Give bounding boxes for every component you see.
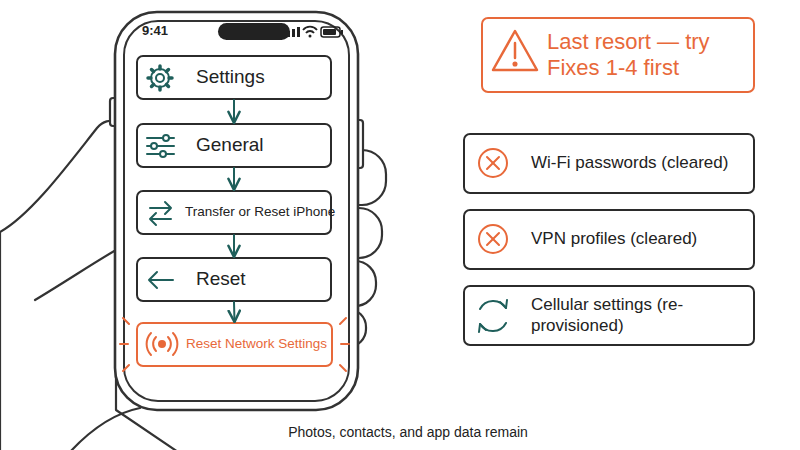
node-text: VPN profiles (cleared) — [531, 229, 697, 249]
status-icons — [282, 27, 343, 38]
status-time: 9:41 — [142, 23, 168, 38]
node-text: Transfer or Reset iPhone — [185, 204, 335, 220]
radio-icon — [147, 333, 178, 355]
menu-item: Settings — [136, 55, 332, 100]
caption: Photos, contacts, and app data remain — [0, 424, 800, 440]
transfer-icon — [150, 202, 171, 225]
node-text: Last resort — try Fixes 1-4 first — [547, 29, 747, 82]
node-text: General — [196, 134, 264, 157]
sliders-icon — [147, 135, 174, 157]
node-text: Settings — [196, 66, 265, 89]
node-text: Reset — [196, 268, 246, 291]
flow-arrow — [233, 100, 235, 123]
cleared-icon — [479, 149, 507, 253]
effect-box: Cellular settings (re-provisioned) — [463, 285, 755, 346]
gear-icon — [148, 66, 172, 90]
flow-arrow — [233, 235, 235, 257]
flow-arrow — [233, 302, 236, 322]
thumb-crease — [35, 250, 116, 300]
flow-arrow — [233, 168, 235, 190]
warning-icon — [493, 31, 537, 70]
node-text: Reset Network Settings — [186, 336, 327, 352]
dynamic-island — [218, 23, 290, 40]
phone-body — [115, 12, 358, 410]
wrist-line — [70, 408, 140, 450]
warning-box: Last resort — try Fixes 1-4 first — [481, 17, 755, 93]
highlight-rays — [120, 318, 349, 371]
node-text: Cellular settings (re-provisioned) — [531, 295, 731, 336]
node-text: Wi-Fi passwords (cleared) — [531, 153, 728, 173]
back-arrow-icon — [149, 272, 173, 288]
phone-screen — [124, 21, 349, 401]
refresh-icon — [479, 300, 507, 332]
